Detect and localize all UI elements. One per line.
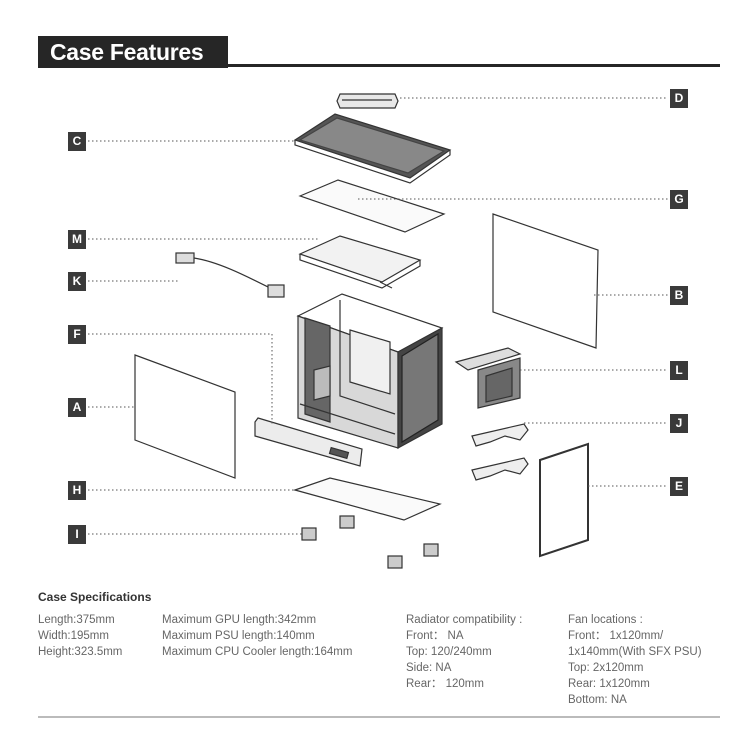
- part-h-bottom-filter: [292, 477, 442, 521]
- spec-line: Width:195mm: [38, 630, 109, 642]
- label-b: B: [670, 286, 688, 305]
- part-e-panel: [539, 442, 589, 558]
- part-c-top-panel: [293, 113, 452, 184]
- spec-line: Maximum GPU length:342mm: [162, 614, 317, 626]
- label-k: K: [68, 272, 86, 291]
- title-bar: [38, 36, 228, 68]
- spec-line: Maximum CPU Cooler length:164mm: [162, 646, 353, 658]
- label-j: J: [670, 414, 688, 433]
- part-l-psu-bracket: [454, 347, 522, 409]
- part-i-feet: [301, 515, 439, 569]
- spec-line: Front： 1x120mm/: [568, 630, 664, 642]
- spec-line: Top: 120/240mm: [406, 646, 492, 658]
- spec-line: Bottom: NA: [568, 694, 627, 706]
- part-m-bracket: [298, 235, 422, 289]
- part-k-cable: [175, 252, 285, 298]
- part-b-side-panel: [492, 213, 599, 349]
- specs-dimensions: Length:375mm Width:195mm Height:323.5mm: [38, 612, 122, 660]
- page-title: Case Features: [50, 39, 204, 65]
- label-f: F: [68, 325, 86, 344]
- title-rule: [226, 64, 720, 67]
- specs-title: Case Specifications: [38, 590, 152, 604]
- specs-radiator: Radiator compatibility : Front： NA Top: …: [406, 612, 522, 692]
- exploded-view-diagram: [88, 93, 668, 569]
- leader-lines: [88, 97, 668, 535]
- spec-line: Rear: 1x120mm: [568, 678, 650, 690]
- spec-line: Top: 2x120mm: [568, 662, 644, 674]
- spec-line: Length:375mm: [38, 614, 115, 626]
- label-c: C: [68, 132, 86, 151]
- label-a: A: [68, 398, 86, 417]
- label-m: M: [68, 230, 86, 249]
- part-a-side-panel: [134, 354, 236, 479]
- spec-line: 1x140mm(With SFX PSU): [568, 646, 702, 658]
- spec-line: Rear： 120mm: [406, 678, 484, 690]
- label-h: H: [68, 481, 86, 500]
- label-d: D: [670, 89, 688, 108]
- spec-line: Front： NA: [406, 630, 464, 642]
- part-d-handle: [336, 93, 399, 109]
- specs-fans: Fan locations : Front： 1x120mm/ 1x140mm(…: [568, 612, 702, 708]
- label-i: I: [68, 525, 86, 544]
- part-f-front-strip: [254, 417, 363, 467]
- part-chassis: [296, 293, 444, 450]
- spec-line: Radiator compatibility :: [406, 614, 523, 626]
- spec-line: Height:323.5mm: [38, 646, 123, 658]
- label-l: L: [670, 361, 688, 380]
- spec-line: Fan locations :: [568, 614, 643, 626]
- part-g-filter: [298, 179, 446, 233]
- bottom-rule: [38, 716, 720, 718]
- label-e: E: [670, 477, 688, 496]
- spec-line: Side: NA: [406, 662, 452, 674]
- label-g: G: [670, 190, 688, 209]
- spec-line: Maximum PSU length:140mm: [162, 630, 315, 642]
- part-j2-bracket: [471, 457, 529, 481]
- part-j-bracket: [471, 423, 529, 447]
- specs-maximums: Maximum GPU length:342mm Maximum PSU len…: [162, 612, 352, 660]
